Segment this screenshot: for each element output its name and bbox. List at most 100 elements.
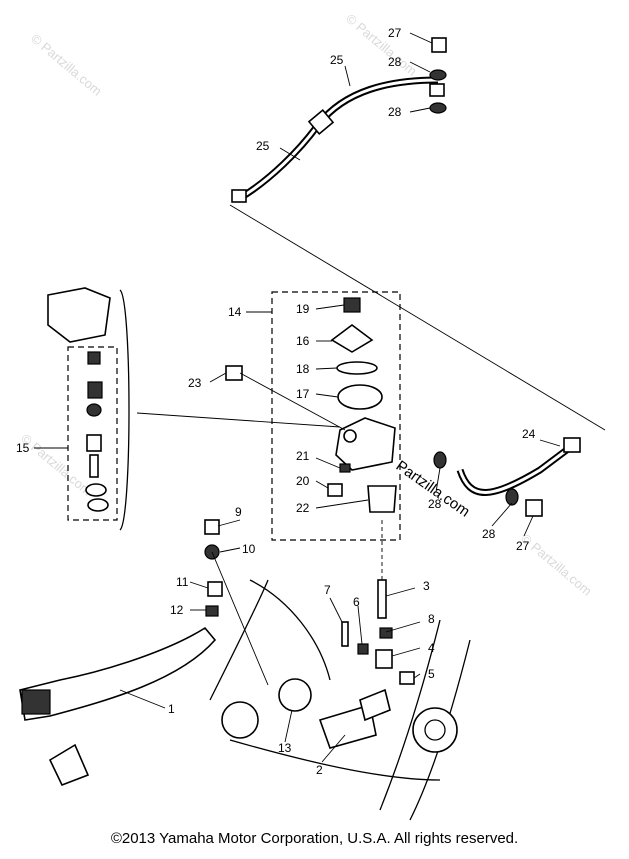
reservoir-cover xyxy=(330,324,374,353)
mounting-bolt xyxy=(225,365,243,381)
inset-leader-line xyxy=(136,412,341,428)
callout-16: 16 xyxy=(296,334,310,348)
pedal-arm xyxy=(359,688,391,722)
crush-washer-lower-2 xyxy=(505,488,519,506)
push-rod xyxy=(377,579,387,619)
callout-12: 12 xyxy=(170,603,184,617)
union-bolt-lower xyxy=(525,499,543,517)
cotter-pin xyxy=(341,621,349,647)
hose-fitting-lower xyxy=(563,437,581,453)
callout-18: 18 xyxy=(296,362,310,376)
clevis xyxy=(375,649,393,669)
clevis-pin xyxy=(399,671,415,685)
inset-cup xyxy=(87,381,103,399)
frame-line-2 xyxy=(249,579,331,681)
inset-push-rod xyxy=(89,454,99,478)
callout-labels: 27 28 28 25 25 14 19 16 18 17 23 21 20 2… xyxy=(16,26,536,777)
spring-hook xyxy=(204,519,220,535)
callout-27-lower: 27 xyxy=(516,539,530,553)
callout-leaders xyxy=(34,32,561,763)
watermark-top-right: © Partzilla.com xyxy=(343,11,420,79)
inset-piston-top xyxy=(87,351,101,365)
callout-14: 14 xyxy=(228,305,242,319)
watermark-mid-right: © Partzilla.com xyxy=(518,531,595,599)
union-bolt-top xyxy=(431,37,447,53)
frame-line-5 xyxy=(229,739,441,781)
return-spring xyxy=(278,678,312,712)
callout-4: 4 xyxy=(428,641,435,655)
callout-20: 20 xyxy=(296,474,310,488)
callout-22: 22 xyxy=(296,501,310,515)
callout-6: 6 xyxy=(353,595,360,609)
adjust-bolt xyxy=(207,581,223,597)
master-cylinder-bolt xyxy=(327,483,343,497)
pedal-pad xyxy=(21,689,51,715)
hose-routing-line xyxy=(229,204,606,431)
lower-brake-hose xyxy=(433,437,581,517)
callout-8: 8 xyxy=(428,612,435,626)
inset-seal xyxy=(86,403,102,417)
pivot-boss xyxy=(412,707,458,753)
adjust-nut xyxy=(205,605,219,617)
callout-5: 5 xyxy=(428,667,435,681)
spring-leader xyxy=(211,551,269,686)
watermark-top-left: © Partzilla.com xyxy=(28,31,105,99)
master-cylinder-group-box xyxy=(271,291,401,541)
inset-kit-box xyxy=(67,346,118,521)
frame-and-pedal-area xyxy=(19,519,471,821)
master-cylinder-port xyxy=(343,429,357,443)
washer xyxy=(357,643,369,655)
callout-7: 7 xyxy=(324,583,331,597)
frame-line-1 xyxy=(209,579,269,701)
brake-pedal xyxy=(19,626,217,721)
master-cylinder-body xyxy=(335,417,396,471)
callout-3: 3 xyxy=(423,579,430,593)
callout-28-lower-1: 28 xyxy=(428,497,442,511)
callout-28-top-2: 28 xyxy=(388,105,402,119)
callout-19: 19 xyxy=(296,302,310,316)
callout-23: 23 xyxy=(188,376,202,390)
callout-15: 15 xyxy=(16,441,30,455)
callout-10: 10 xyxy=(242,542,256,556)
callout-28-lower-2: 28 xyxy=(482,527,496,541)
lock-nut xyxy=(379,627,393,639)
brake-hose xyxy=(231,76,439,203)
top-union-bolt-assembly xyxy=(429,37,447,114)
callout-28-top-1: 28 xyxy=(388,55,402,69)
fwd-indicator xyxy=(48,743,90,787)
diaphragm xyxy=(337,384,383,410)
callout-11: 11 xyxy=(176,575,189,589)
callout-1: 1 xyxy=(168,702,175,716)
frame-line-3 xyxy=(379,619,441,811)
inset-piston xyxy=(86,434,102,452)
inset-bracket xyxy=(119,289,130,531)
crush-washer-lower-1 xyxy=(433,451,447,469)
banjo-fitting-top xyxy=(429,83,445,97)
crush-washer-top-1 xyxy=(429,69,447,81)
callout-13: 13 xyxy=(278,741,292,755)
callout-24: 24 xyxy=(522,427,536,441)
snap-ring xyxy=(339,463,351,473)
callout-17: 17 xyxy=(296,387,310,401)
pivot-hole xyxy=(424,719,446,741)
frame-boss xyxy=(221,701,259,739)
callout-9: 9 xyxy=(235,505,242,519)
boot-holder xyxy=(367,485,397,513)
callout-25-upper: 25 xyxy=(330,53,344,67)
inset-boot xyxy=(87,498,109,512)
watermark-center: Partzilla.com xyxy=(393,457,473,520)
copyright-notice: ©2013 Yamaha Motor Corporation, U.S.A. A… xyxy=(110,830,519,847)
hose-joint xyxy=(307,108,335,136)
watermark-mid-left: © Partzilla.com xyxy=(18,431,95,499)
callout-21: 21 xyxy=(296,449,310,463)
inset-master-cylinder-body xyxy=(47,287,111,343)
reservoir-cap-nut xyxy=(343,297,361,313)
crush-washer-top-2 xyxy=(429,102,447,114)
inset-circlip xyxy=(85,483,107,497)
master-cylinder-kit-inset xyxy=(47,287,111,512)
callout-27-top: 27 xyxy=(388,26,402,40)
callout-2: 2 xyxy=(316,763,323,777)
callout-25-lower: 25 xyxy=(256,139,270,153)
hose-end-fitting xyxy=(231,189,247,203)
